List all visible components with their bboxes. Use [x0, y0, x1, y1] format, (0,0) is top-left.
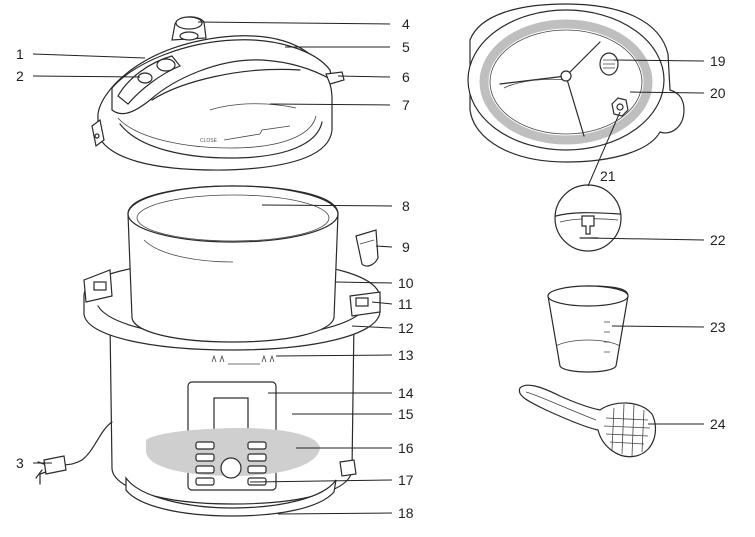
- callout-11: 11: [398, 296, 413, 312]
- callout-14: 14: [398, 385, 414, 401]
- float-valve-detail: [554, 184, 622, 252]
- display-screen: [213, 397, 249, 433]
- lid-button-icon: [137, 72, 153, 84]
- control-dial-icon: [220, 457, 242, 479]
- callout-24: 24: [710, 416, 726, 432]
- callout-10: 10: [398, 275, 414, 291]
- callout-5: 5: [402, 39, 410, 55]
- callout-23: 23: [710, 319, 726, 335]
- callout-13: 13: [398, 347, 414, 363]
- callout-2: 2: [16, 68, 24, 84]
- callout-12: 12: [398, 320, 414, 336]
- control-buttons: [195, 441, 267, 486]
- float-valve-icon: [156, 58, 176, 72]
- control-panel-band: [146, 428, 320, 476]
- callout-19: 19: [710, 53, 726, 69]
- sealing-ring: [479, 19, 653, 145]
- power-plug-icon: [43, 455, 67, 475]
- callout-6: 6: [402, 69, 410, 85]
- lock-indicator-marks: [211, 354, 275, 365]
- steam-release-valve-icon: [175, 16, 203, 30]
- callout-16: 16: [398, 440, 414, 456]
- callout-7: 7: [402, 97, 410, 113]
- condensation-collector: [355, 229, 379, 267]
- lid-underside: [467, 3, 685, 163]
- callout-9: 9: [402, 239, 410, 255]
- callout-17: 17: [398, 472, 414, 488]
- lid: CLOSE: [91, 16, 345, 171]
- callout-8: 8: [402, 198, 410, 214]
- callout-22: 22: [710, 232, 726, 248]
- callout-3: 3: [16, 455, 24, 471]
- power-cord: [59, 421, 113, 467]
- paddle-texture: [603, 403, 651, 457]
- callout-15: 15: [398, 406, 414, 422]
- callout-4: 4: [402, 16, 410, 32]
- callout-labels: 1 2 3 4 5 6 7 8 9 10 11 12 13 14 15 16 1…: [16, 16, 726, 521]
- measuring-cup: [547, 285, 629, 373]
- callout-20: 20: [710, 85, 726, 101]
- inner-pot: [127, 185, 339, 343]
- leader-lines: [32, 21, 705, 515]
- callout-21: 21: [600, 168, 616, 184]
- callout-1: 1: [16, 46, 24, 62]
- rice-paddle: [518, 384, 657, 458]
- callout-18: 18: [398, 505, 414, 521]
- lid-marking: CLOSE: [200, 138, 218, 144]
